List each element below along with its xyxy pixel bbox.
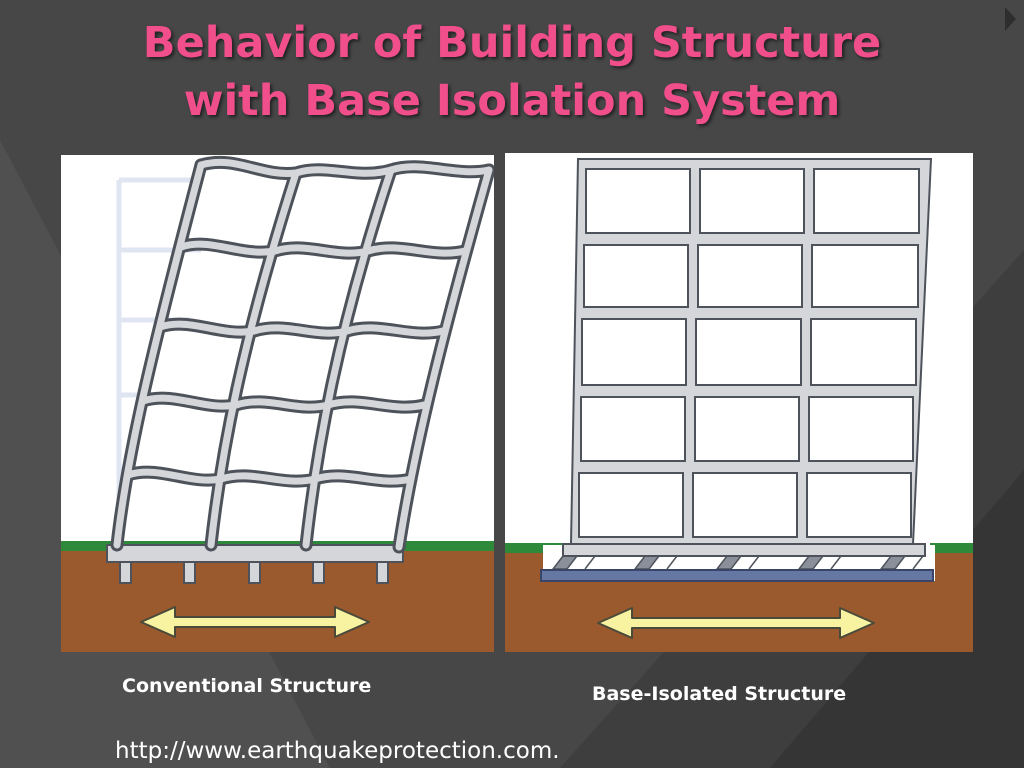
conventional-structure-caption: Conventional Structure	[122, 675, 372, 697]
source-url: http://www.earthquakeprotection.com.	[115, 738, 560, 764]
grass-left	[505, 543, 565, 553]
deformed-building-frame	[110, 155, 494, 554]
grass-right	[930, 543, 973, 553]
base-isolated-structure-caption: Base-Isolated Structure	[592, 683, 847, 705]
isolator-plate	[540, 569, 934, 582]
base-slab	[562, 543, 926, 557]
conventional-structure-diagram	[61, 155, 494, 652]
base-isolated-structure-diagram	[505, 153, 973, 652]
title-line-1: Behavior of Building Structure	[142, 18, 882, 68]
soil	[61, 549, 494, 652]
ground-motion-arrow-icon	[597, 607, 875, 639]
isolator-bearing-links	[584, 555, 924, 570]
corner-arrow-icon	[1005, 7, 1016, 31]
title-line-2: with Base Isolation System	[183, 76, 841, 126]
ground-motion-arrow-icon	[140, 606, 370, 638]
base-slab	[106, 544, 404, 563]
building-frame	[569, 158, 933, 545]
slide-title: Behavior of Building Structure with Base…	[0, 14, 1024, 130]
